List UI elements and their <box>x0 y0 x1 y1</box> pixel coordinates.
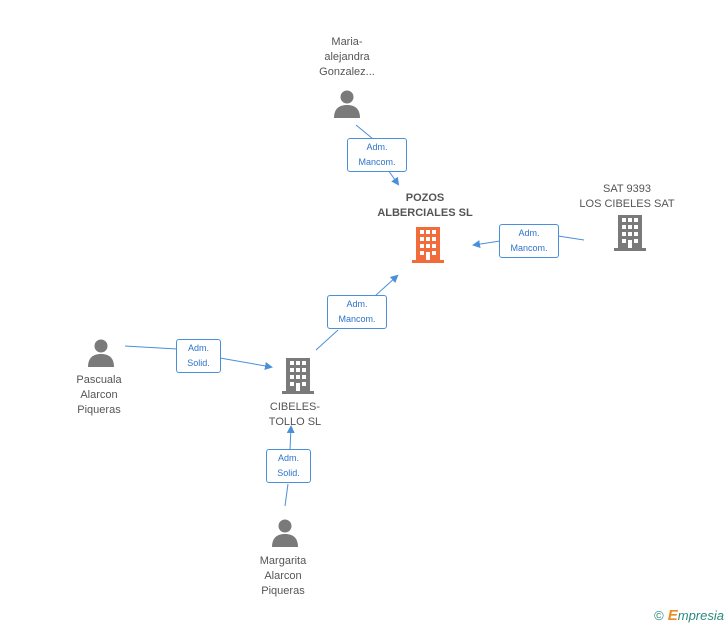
edge-label-margarita-cibeles[interactable]: Adm. Solid. <box>266 449 311 483</box>
edge-sat-pozos <box>472 235 585 249</box>
node-label-pascuala[interactable]: Pascuala Alarcon Piqueras <box>76 374 122 416</box>
person-icon[interactable] <box>270 518 300 548</box>
building-icon[interactable] <box>614 215 646 251</box>
node-label-cibeles-tollo[interactable]: CIBELES- TOLLO SL <box>268 401 322 428</box>
copyright-icon: © <box>654 608 664 623</box>
node-label-pozos-alberciales[interactable]: POZOS ALBERCIALES SL <box>377 192 473 219</box>
building-icon[interactable] <box>282 358 314 394</box>
edge-margarita-cibeles <box>284 425 295 507</box>
edge-label-sat-pozos[interactable]: Adm. Mancom. <box>499 224 559 258</box>
node-label-margarita[interactable]: Margarita Alarcon Piqueras <box>259 555 307 597</box>
footer-brand: ©Empresia <box>654 607 724 624</box>
edge-label-cibeles-pozos[interactable]: Adm. Mancom. <box>327 295 387 329</box>
edge-cibeles-pozos <box>315 274 399 351</box>
brand-logo-initial: E <box>667 607 678 624</box>
edge-label-maria-pozos[interactable]: Adm. Mancom. <box>347 138 407 172</box>
edge-maria-pozos <box>355 124 400 186</box>
edge-label-pascuala-cibeles[interactable]: Adm. Solid. <box>176 339 221 373</box>
brand-logo-text: mpresia <box>677 608 724 623</box>
node-label-maria-alejandra[interactable]: Maria- alejandra Gonzalez... <box>319 36 375 78</box>
person-icon[interactable] <box>332 89 362 119</box>
building-icon[interactable] <box>412 227 444 263</box>
edge-pascuala-cibeles <box>124 345 273 370</box>
person-icon[interactable] <box>86 338 116 368</box>
node-label-sat-9393[interactable]: SAT 9393 LOS CIBELES SAT <box>579 183 675 210</box>
